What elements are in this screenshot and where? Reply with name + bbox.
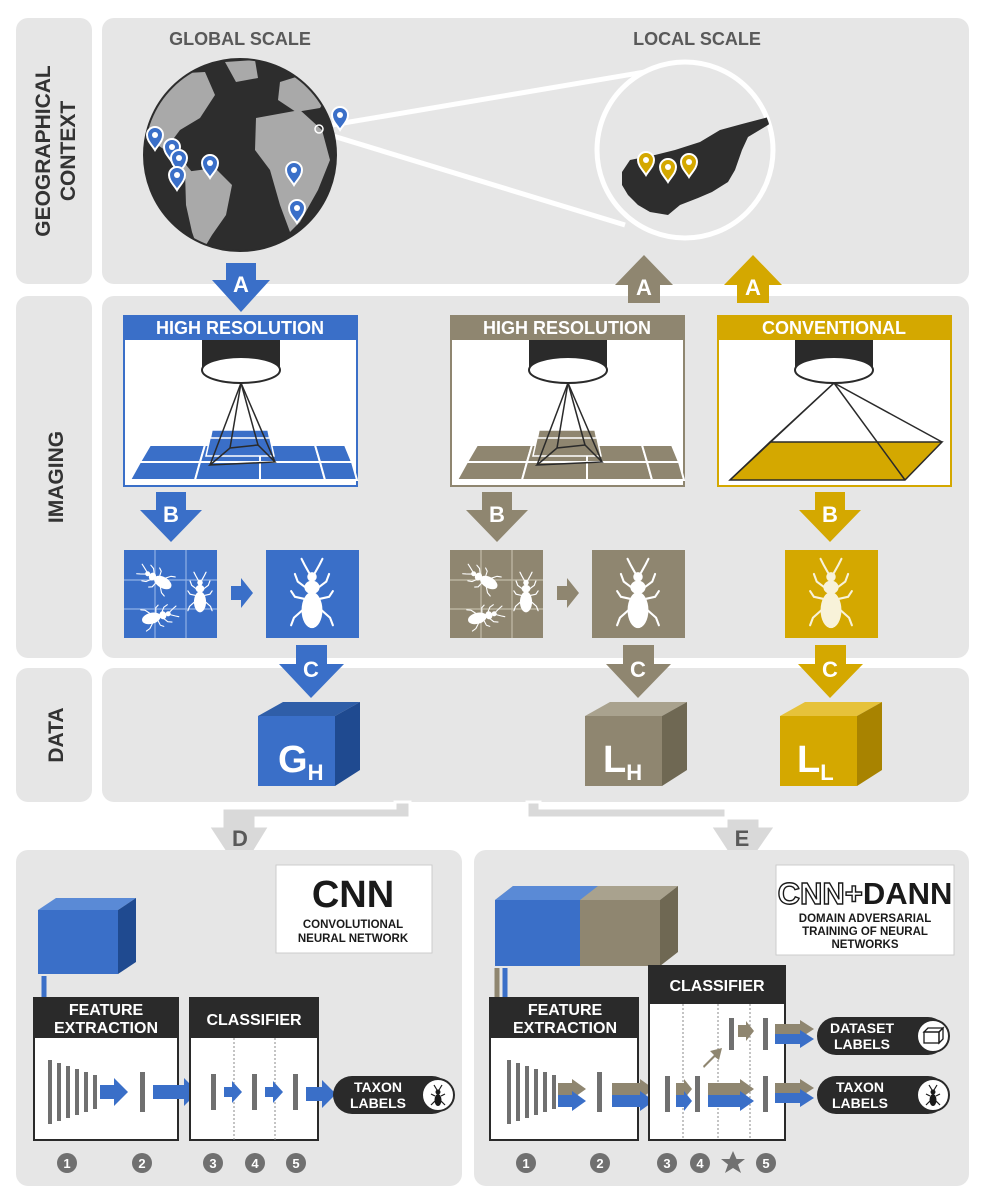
- svg-text:B: B: [163, 502, 179, 527]
- step-a-arrow-gold: A: [724, 255, 782, 303]
- svg-text:C: C: [303, 657, 319, 682]
- specimen-mosaic-blue: [124, 550, 217, 638]
- svg-text:2: 2: [596, 1156, 603, 1171]
- global-scale-title: GLOBAL SCALE: [169, 29, 311, 49]
- imaging-high-res-taupe: HIGH RESOLUTION: [450, 315, 686, 487]
- svg-text:LABELS: LABELS: [834, 1036, 890, 1052]
- dataset-cube-lh: LH: [585, 702, 687, 786]
- step-b-arrow-blue: B: [140, 492, 202, 542]
- cnn-title: CNN: [312, 874, 394, 916]
- step-c-arrow-taupe: C: [606, 645, 671, 698]
- classifier-block: CLASSIFIER: [189, 997, 319, 1141]
- geo-row-panel: [102, 18, 969, 284]
- svg-text:EXTRACTION: EXTRACTION: [513, 1020, 617, 1037]
- svg-text:DOMAIN ADVERSARIAL: DOMAIN ADVERSARIAL: [799, 913, 931, 925]
- imaging-high-res-blue: HIGH RESOLUTION: [123, 315, 359, 487]
- svg-text:FEATURE: FEATURE: [528, 1002, 603, 1019]
- svg-text:1: 1: [63, 1156, 70, 1171]
- svg-text:CONVOLUTIONAL: CONVOLUTIONAL: [303, 919, 403, 931]
- svg-text:4: 4: [696, 1156, 704, 1171]
- row-label-geo-line2: CONTEXT: [57, 101, 80, 202]
- cnn-layer-numbers: 1 2 3 4 5: [57, 1153, 306, 1173]
- step-c-arrow-blue: C: [279, 645, 344, 698]
- local-scale-title: LOCAL SCALE: [633, 29, 761, 49]
- svg-text:4: 4: [251, 1156, 259, 1171]
- svg-text:CLASSIFIER: CLASSIFIER: [669, 978, 765, 995]
- svg-text:TAXON: TAXON: [354, 1079, 402, 1095]
- input-cube-blue: [38, 898, 136, 974]
- svg-text:3: 3: [209, 1156, 216, 1171]
- arrow-right-blue: [306, 1080, 336, 1108]
- imaging-title-3: CONVENTIONAL: [762, 318, 906, 338]
- star-icon: [721, 1151, 745, 1173]
- svg-text:A: A: [745, 275, 761, 300]
- svg-text:EXTRACTION: EXTRACTION: [54, 1020, 158, 1037]
- classifier-block-dann: CLASSIFIER: [648, 965, 786, 1141]
- svg-text:5: 5: [762, 1156, 769, 1171]
- imaging-conventional-gold: CONVENTIONAL: [717, 315, 952, 487]
- dataset-labels-output: DATASET LABELS: [817, 1017, 950, 1055]
- svg-text:LABELS: LABELS: [350, 1095, 406, 1111]
- step-b-arrow-taupe: B: [466, 492, 528, 542]
- svg-text:FEATURE: FEATURE: [69, 1002, 144, 1019]
- specimen-single-blue: [266, 550, 359, 638]
- svg-text:5: 5: [292, 1156, 299, 1171]
- dataset-cube-ll: LL: [780, 702, 882, 786]
- arrow-right-blue: [231, 578, 253, 608]
- svg-text:B: B: [489, 502, 505, 527]
- row-label-data: DATA: [45, 707, 68, 762]
- svg-text:E: E: [735, 826, 750, 851]
- svg-text:TAXON: TAXON: [836, 1079, 884, 1095]
- imaging-title-2: HIGH RESOLUTION: [483, 318, 651, 338]
- dataset-cube-icon: [922, 1026, 945, 1045]
- specimen-single-taupe: [592, 550, 685, 638]
- specimen-mosaic-taupe: [450, 550, 543, 638]
- step-b-arrow-gold: B: [799, 492, 861, 542]
- svg-text:TRAINING OF NEURAL: TRAINING OF NEURAL: [802, 926, 928, 938]
- cyprus-zoom-map: [594, 59, 776, 241]
- svg-text:LABELS: LABELS: [832, 1095, 888, 1111]
- specimen-single-gold: [785, 550, 878, 638]
- input-cube-combined: [495, 886, 678, 966]
- taxon-labels-output: TAXON LABELS: [333, 1076, 455, 1114]
- svg-text:C: C: [822, 657, 838, 682]
- svg-text:D: D: [232, 826, 248, 851]
- svg-text:LH: LH: [603, 739, 642, 785]
- svg-text:1: 1: [522, 1156, 529, 1171]
- svg-text:C: C: [630, 657, 646, 682]
- svg-text:NETWORKS: NETWORKS: [831, 939, 898, 951]
- row-label-imaging: IMAGING: [45, 431, 68, 523]
- dataset-cube-gh: GH: [258, 702, 360, 786]
- step-a-arrow-blue: A: [212, 263, 270, 312]
- svg-text:LL: LL: [797, 739, 834, 785]
- svg-text:A: A: [233, 272, 249, 297]
- cnn-title-box: CNN CONVOLUTIONAL NEURAL NETWORK: [275, 864, 433, 954]
- svg-text:CNN+DANN: CNN+DANN: [778, 876, 953, 911]
- feature-extraction-block: FEATURE EXTRACTION: [33, 997, 179, 1141]
- arrow-right-taupe: [557, 578, 579, 608]
- dann-layer-numbers: 1 2 3 4 5: [516, 1151, 776, 1173]
- step-c-arrow-gold: C: [798, 645, 863, 698]
- svg-text:A: A: [636, 275, 652, 300]
- imaging-title-1: HIGH RESOLUTION: [156, 318, 324, 338]
- svg-text:NEURAL NETWORK: NEURAL NETWORK: [298, 933, 409, 945]
- taxon-labels-output-dann: TAXON LABELS: [817, 1076, 950, 1114]
- feature-extraction-block-dann: FEATURE EXTRACTION: [489, 997, 639, 1141]
- arrow-right-blue: [153, 1078, 198, 1106]
- step-a-arrow-taupe: A: [615, 255, 673, 303]
- svg-text:CLASSIFIER: CLASSIFIER: [206, 1012, 302, 1029]
- svg-text:2: 2: [138, 1156, 145, 1171]
- svg-text:B: B: [822, 502, 838, 527]
- svg-text:GH: GH: [278, 739, 323, 785]
- globe-icon: [143, 58, 337, 252]
- row-label-geo-line1: GEOGRAPHICAL: [32, 65, 55, 237]
- svg-text:DATASET: DATASET: [830, 1020, 894, 1036]
- dann-title-box: CNN+DANN DOMAIN ADVERSARIAL TRAINING OF …: [775, 864, 955, 956]
- svg-text:3: 3: [663, 1156, 670, 1171]
- row-label-strip: GEOGRAPHICAL CONTEXT IMAGING DATA: [16, 18, 92, 802]
